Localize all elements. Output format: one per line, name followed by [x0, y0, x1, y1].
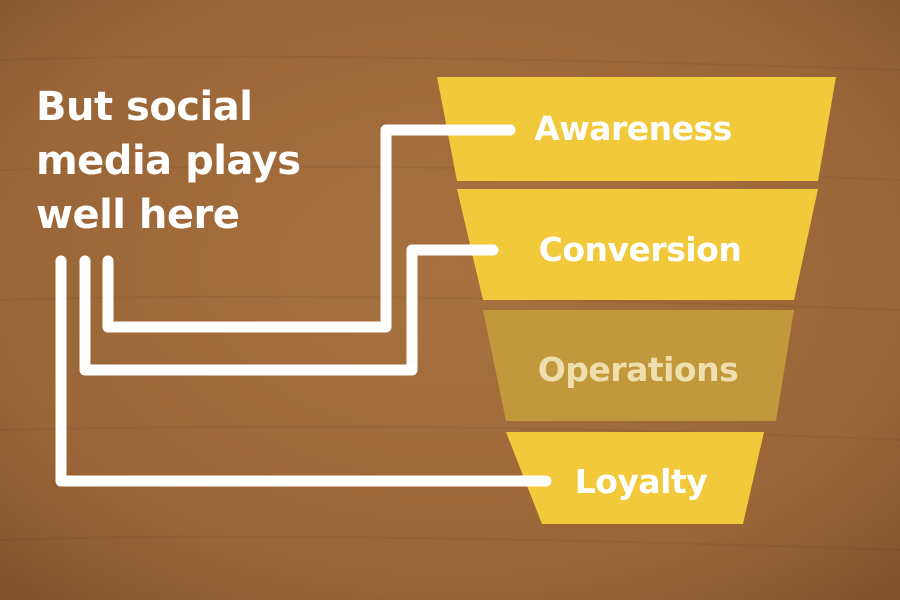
funnel [437, 77, 836, 524]
funnel-stage-loyalty [506, 432, 764, 524]
stage-label-conversion: Conversion [539, 230, 742, 269]
stage-label-awareness: Awareness [534, 109, 732, 148]
connector-loyalty [55, 255, 552, 487]
funnel-labels: Awareness Conversion Operations Loyalty [534, 109, 742, 501]
stage-label-loyalty: Loyalty [575, 462, 708, 501]
headline-line: well here [36, 192, 240, 238]
funnel-stage-conversion [457, 189, 818, 300]
funnel-stage-awareness [437, 77, 836, 181]
headline-line: But social [36, 84, 253, 130]
connector-lines [55, 124, 552, 487]
connector-conversion [79, 244, 499, 376]
connector-awareness [102, 124, 516, 333]
headline-line: media plays [36, 138, 301, 184]
stage-label-operations: Operations [538, 350, 739, 389]
funnel-stage-operations [483, 310, 794, 421]
headline: But social media plays well here [36, 80, 336, 242]
